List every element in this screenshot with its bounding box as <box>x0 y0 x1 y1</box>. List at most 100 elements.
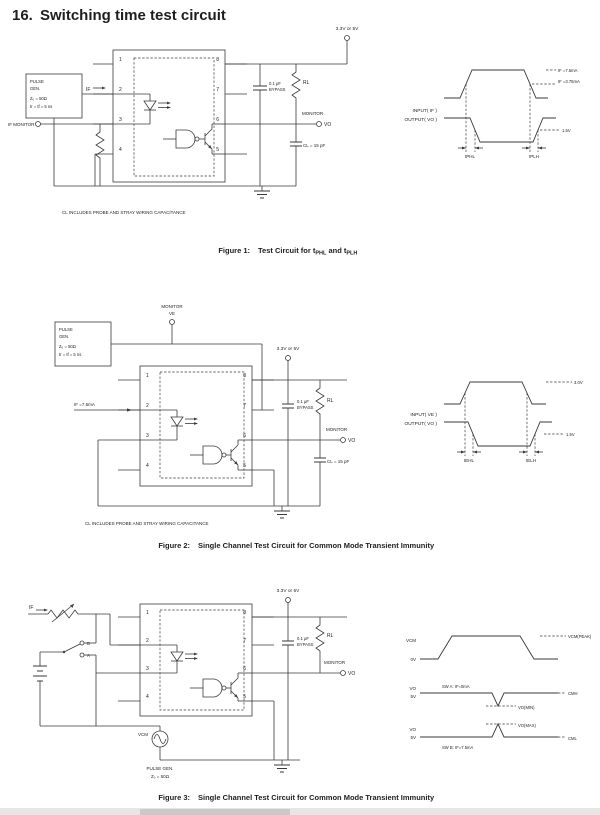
ground-symbol <box>274 760 290 773</box>
pin-number-5: 5 <box>216 147 219 153</box>
fig2-timing: INPUT( VE ) OUTPUT( VO ) 3.0V 1.5V tEHL … <box>404 380 582 463</box>
pulse-gen-line2: GEN. <box>59 334 69 339</box>
tphl-label: tPHL <box>465 154 476 159</box>
pin-number-6: 6 <box>243 666 246 672</box>
ve-high-level-label: 3.0V <box>574 380 583 385</box>
vo-label: VO <box>324 122 331 128</box>
load-resistor-symbol: RL <box>315 380 334 440</box>
vo-max-label: VO(MAX) <box>518 723 537 728</box>
bypass-capacitor-symbol: 0.1 μF BYPASS <box>282 617 314 760</box>
fig1-caption-text: Test Circuit for tPHL and tPLH <box>258 246 357 257</box>
if-high-level-label: IF =7.5mA <box>558 68 578 73</box>
pin-number-2: 2 <box>146 638 149 644</box>
vo-monitor-terminal <box>316 121 322 127</box>
section-number: 16. <box>12 7 33 24</box>
pin-number-3: 3 <box>119 117 122 123</box>
fig1-caption-label: Figure 1: <box>218 246 250 255</box>
telh-label: tELH <box>526 458 536 463</box>
output-waveform-label: OUTPUT( VO ) <box>404 117 437 123</box>
switch-symbol: B A <box>40 614 97 673</box>
fig3-caption-label: Figure 3: <box>158 793 190 802</box>
fig1-circuit: 1 2 3 4 8 7 6 5 PULSE <box>8 26 359 215</box>
pulse-gen-line1: PULSE <box>30 79 44 84</box>
vcm-pulse-gen-line2: Z₀ = 50Ω <box>151 774 170 779</box>
detector-symbol <box>190 439 252 471</box>
pulse-generator-box: PULSE GEN. Z₀ = 50Ω tr = tf = 5 ns <box>25 73 83 119</box>
pin-number-3: 3 <box>146 666 149 672</box>
load-capacitor-symbol: CL = 15 pF <box>290 124 325 186</box>
vo-min-label: VO(MIN) <box>518 705 535 710</box>
supply-label: 3.3V or 5V <box>336 26 359 32</box>
cl-note: CL INCLUDES PROBE AND STRAY WIRING CAPAC… <box>62 210 186 215</box>
fig3-timing: VCM 0V VCM(PEAK) VO 5V SW A: IF=0mA VO(M… <box>406 634 592 750</box>
vcm-pulse-gen-line1: PULSE GEN. <box>146 766 173 771</box>
pulse-gen-line4: tr = tf = 5 ns <box>59 352 81 357</box>
five-volt-label-b: 5V <box>410 735 416 740</box>
detector-symbol <box>163 123 225 155</box>
threshold-label: 1.5V <box>562 128 571 133</box>
vo-axis-label-a: VO <box>409 686 416 691</box>
fig2-circuit: MONITOR VE PULSE GEN. Z₀ = 50Ω tr = tf =… <box>54 304 355 526</box>
if-current-label: IF <box>86 87 90 93</box>
pin-number-2: 2 <box>146 403 149 409</box>
load-resistor-symbol: RL <box>291 64 310 124</box>
bypass-label-1: 0.1 μF <box>269 81 281 86</box>
pin-number-8: 8 <box>243 373 246 379</box>
pulse-generator-box: PULSE GEN. Z₀ = 50Ω tr = tf = 5 ns <box>54 321 112 367</box>
pin-number-7: 7 <box>243 403 246 409</box>
if-monitor-label: IF MONITOR <box>8 122 35 127</box>
ve-monitor-label: MONITOR <box>161 304 183 309</box>
pin-number-8: 8 <box>243 610 246 616</box>
bypass-label-1: 0.1 μF <box>297 399 309 404</box>
supply-terminal <box>285 355 291 361</box>
if-monitor-terminal <box>35 121 41 127</box>
vcm-axis-label: VCM <box>406 638 416 643</box>
pin-number-2: 2 <box>119 87 122 93</box>
pulse-gen-line4: tr = tf = 5 ns <box>30 104 52 109</box>
rl-label: RL <box>327 398 334 404</box>
pulse-gen-line2: GEN. <box>30 86 40 91</box>
bypass-capacitor-symbol: 0.1 μF BYPASS <box>282 380 314 506</box>
pin-number-7: 7 <box>243 638 246 644</box>
tehl-label: tEHL <box>464 458 475 463</box>
pin-number-1: 1 <box>146 373 149 379</box>
led-symbol <box>113 93 171 125</box>
vo-label: VO <box>348 671 355 677</box>
ground-symbol <box>254 186 270 199</box>
section-title: Switching time test circuit <box>40 7 226 24</box>
switch-b-label: B <box>87 641 90 646</box>
fig2-caption-label: Figure 2: <box>158 541 190 550</box>
load-resistor-symbol: RL <box>315 617 334 673</box>
switch-contact-b <box>79 640 85 646</box>
pin-number-6: 6 <box>243 433 246 439</box>
fig1-caption: Figure 1: Test Circuit for tPHL and tPLH <box>218 246 357 257</box>
optocoupler-package <box>112 49 226 183</box>
section-heading: 16. Switching time test circuit <box>12 7 226 24</box>
vcm-waveform <box>420 635 558 660</box>
cl-label: CL = 15 pF <box>327 459 349 464</box>
optocoupler-die-outline <box>159 609 245 711</box>
pin-number-5: 5 <box>243 463 246 469</box>
ve-label: VE <box>169 311 175 316</box>
ve-monitor-terminal <box>169 319 175 325</box>
bypass-label-1: 0.1 μF <box>297 636 309 641</box>
vo-monitor-terminal <box>340 670 346 676</box>
vo-monitor-terminal <box>340 437 346 443</box>
bypass-label-2: BYPASS <box>297 642 314 647</box>
five-volt-label-a: 5V <box>410 694 416 699</box>
supply-label: 3.3V or 5V <box>277 588 300 594</box>
optocoupler-package <box>139 603 253 717</box>
optocoupler-die-outline <box>159 371 245 479</box>
monitor-label: MONITOR <box>324 660 346 665</box>
vcm-peak-label: VCM(PEAK) <box>568 634 592 639</box>
zero-volt-label: 0V <box>410 657 416 662</box>
if-current-label: IF =7.5mA <box>74 402 95 407</box>
vo-label: VO <box>348 438 355 444</box>
pin-number-7: 7 <box>216 87 219 93</box>
bypass-label-2: BYPASS <box>269 87 286 92</box>
pin-number-6: 6 <box>216 117 219 123</box>
pulse-gen-line3: Z₀ = 50Ω <box>30 96 47 101</box>
if-mid-level-label: IF =3.75mA <box>558 79 580 84</box>
